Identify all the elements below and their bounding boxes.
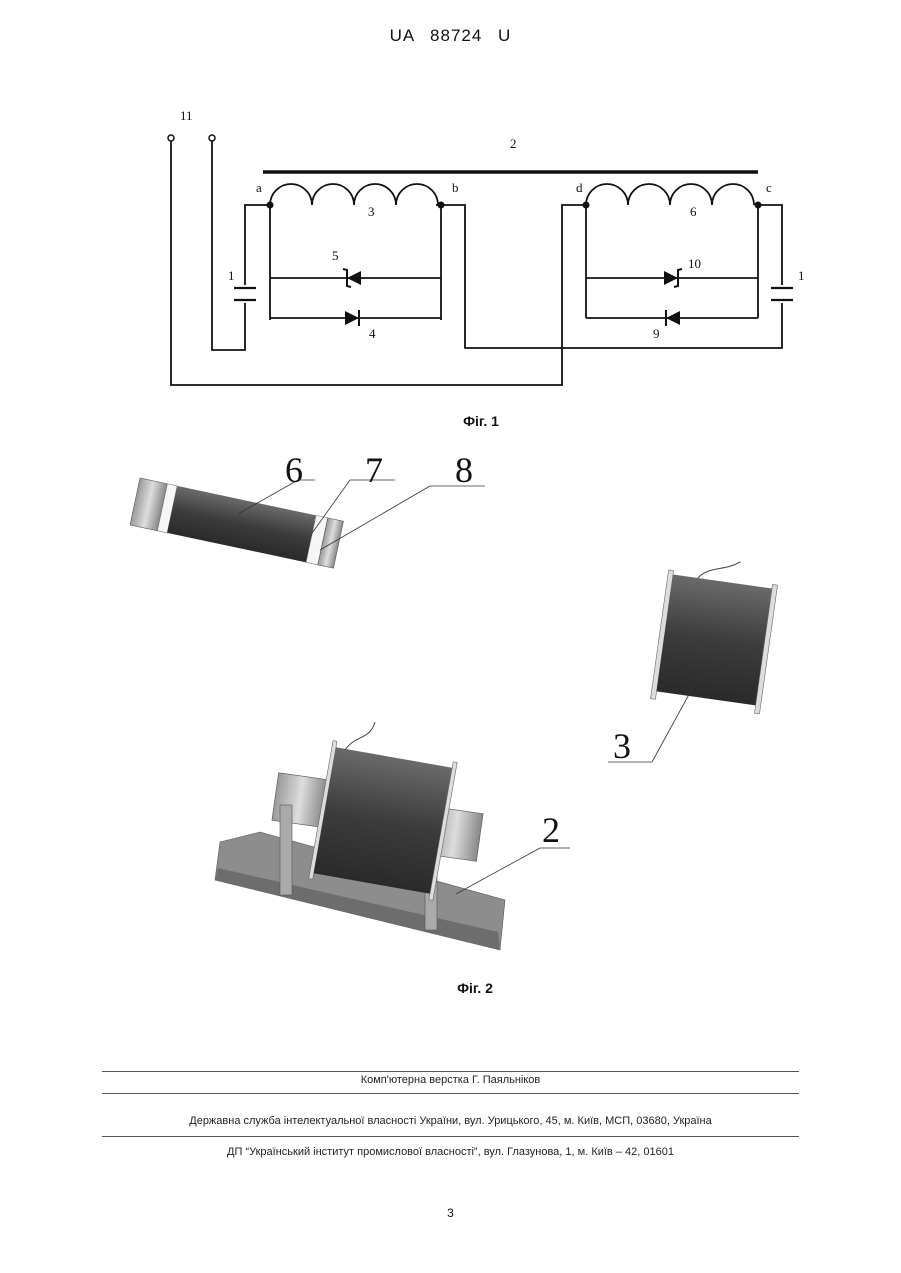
label-coil-3: 3 bbox=[368, 204, 375, 219]
label-diode-5: 5 bbox=[332, 248, 339, 263]
coil-6 bbox=[586, 184, 754, 205]
label-fig2-6: 6 bbox=[285, 450, 303, 490]
label-fig2-8: 8 bbox=[455, 450, 473, 490]
coil-3 bbox=[270, 184, 438, 205]
diode-4 bbox=[345, 310, 359, 326]
footer-rule-3 bbox=[102, 1136, 799, 1137]
diode-9 bbox=[666, 310, 680, 326]
footer-rule-1 bbox=[102, 1071, 799, 1072]
figure-2-illustration: 6 7 8 3 2 bbox=[130, 450, 830, 960]
capacitor-right bbox=[771, 288, 793, 300]
coil-3-illustration bbox=[651, 552, 781, 714]
capacitor-left bbox=[234, 288, 256, 300]
footer-service: Державна служба інтелектуальної власност… bbox=[0, 1115, 901, 1127]
terminal-2 bbox=[209, 135, 215, 141]
label-fig2-3: 3 bbox=[613, 726, 631, 766]
figure-1-circuit-diagram: 11 2 a b d c 3 6 1 1 5 4 10 9 bbox=[150, 100, 810, 400]
label-diode-4: 4 bbox=[369, 326, 376, 341]
terminal-1 bbox=[168, 135, 174, 141]
label-diode-9: 9 bbox=[653, 326, 660, 341]
assembly-illustration bbox=[215, 722, 505, 950]
label-diode-10: 10 bbox=[688, 256, 701, 271]
label-node-d: d bbox=[576, 180, 583, 195]
page-number: 3 bbox=[0, 1206, 901, 1220]
label-capacitor-left: 1 bbox=[228, 268, 235, 283]
label-core: 2 bbox=[510, 136, 517, 151]
label-node-c: c bbox=[766, 180, 772, 195]
label-fig2-7: 7 bbox=[365, 450, 383, 490]
footer-layout-credit: Комп'ютерна верстка Г. Паяльніков bbox=[0, 1074, 901, 1086]
label-node-b: b bbox=[452, 180, 459, 195]
label-coil-6: 6 bbox=[690, 204, 697, 219]
patent-number-header: UA 88724 U bbox=[0, 26, 901, 46]
footer-institute: ДП “Український інститут промислової вла… bbox=[0, 1146, 901, 1158]
figure-1-caption: Фіг. 1 bbox=[421, 413, 541, 429]
label-fig2-2: 2 bbox=[542, 810, 560, 850]
label-capacitor-right: 1 bbox=[798, 268, 805, 283]
coil-6-illustration bbox=[130, 478, 343, 568]
label-node-a: a bbox=[256, 180, 262, 195]
figure-2-caption: Фіг. 2 bbox=[415, 980, 535, 996]
footer-rule-2 bbox=[102, 1093, 799, 1094]
label-terminals: 11 bbox=[180, 108, 193, 123]
